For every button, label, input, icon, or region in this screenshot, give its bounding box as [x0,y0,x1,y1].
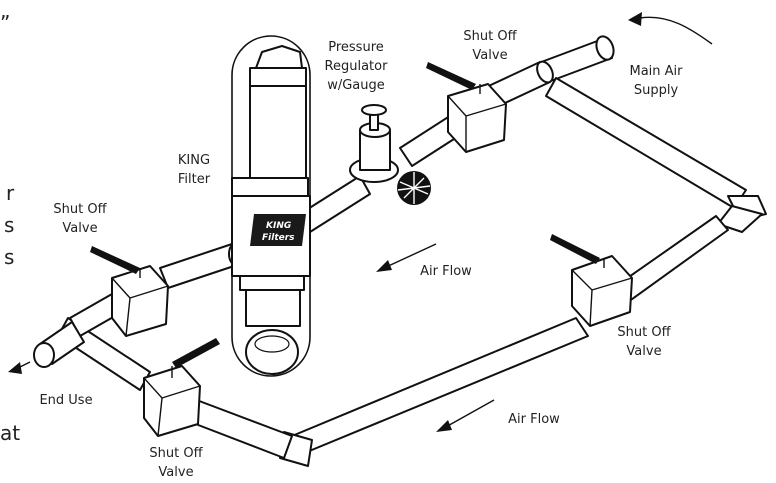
cropped-left-text: ” r s s at [0,11,20,445]
label-shut-off-top-line-2: Valve [472,48,507,63]
label-main-air-supply-line-1: Main Air [629,64,683,79]
label-main-air-supply: Main Air Supply [629,64,683,98]
label-air-flow-middle: Air Flow [420,264,472,279]
label-pressure-regulator-line-3: w/Gauge [327,78,385,93]
label-shut-off-right-line-2: Valve [626,344,661,359]
cropped-text-3: s [4,213,14,237]
air-flow-arrow-middle [376,243,437,272]
cropped-text-5: at [0,421,20,445]
label-pressure-regulator: Pressure Regulator w/Gauge [325,40,389,93]
label-shut-off-bottom-line-2: Valve [158,465,193,480]
king-filter [231,35,311,377]
label-pressure-regulator-line-2: Regulator [325,59,389,74]
label-shut-off-bottom: Shut Off Valve [149,446,203,480]
cropped-text-2: r [6,181,15,205]
label-main-air-supply-line-2: Supply [634,83,679,98]
label-shut-off-top: Shut Off Valve [463,29,517,63]
label-shut-off-bottom-line-1: Shut Off [149,446,203,461]
label-pressure-regulator-line-1: Pressure [328,40,384,55]
cropped-text-4: s [4,245,14,269]
label-shut-off-left-line-2: Valve [62,221,97,236]
filter-badge-line-2: Filters [262,233,295,243]
label-shut-off-left: Shut Off Valve [53,202,107,236]
label-shut-off-left-line-1: Shut Off [53,202,107,217]
label-king-filter-line-1: KING [178,153,210,168]
valve-left [90,246,169,337]
label-shut-off-right-line-1: Shut Off [617,325,671,340]
label-air-flow-bottom: Air Flow [508,412,560,427]
valve-top [426,62,507,153]
label-shut-off-top-line-1: Shut Off [463,29,517,44]
pressure-regulator [349,104,399,183]
valve-bottom [143,338,220,437]
label-shut-off-right: Shut Off Valve [617,325,671,359]
end-use-outlet [8,321,85,374]
valve-right [550,234,633,327]
label-king-filter-line-2: Filter [178,172,211,187]
filter-badge-line-1: KING [266,221,291,231]
filter-badge: KING Filters [250,214,306,246]
gauge-icon [397,171,431,205]
label-end-use: End Use [39,393,92,408]
air-flow-arrow-bottom [436,399,495,432]
label-king-filter: KING Filter [178,153,211,187]
supply-inlet-arrow [628,12,713,45]
main-supply-pipe [535,35,767,233]
cropped-text-1: ” [0,11,10,35]
